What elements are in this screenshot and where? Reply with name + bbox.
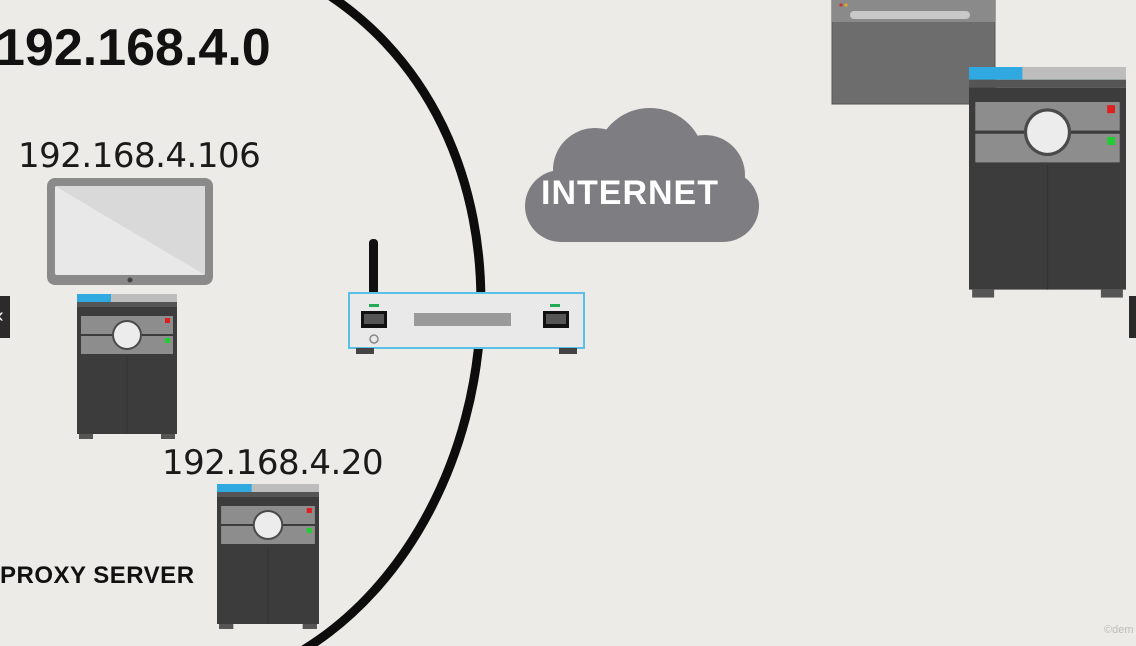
internet-label: INTERNET [541, 174, 719, 212]
previous-slide-button[interactable] [0, 296, 10, 338]
cloud-icon [525, 108, 759, 242]
router-icon [348, 239, 585, 354]
remote-server-icon [968, 66, 1127, 299]
network-address-label: 192.168.4.0 [0, 19, 271, 77]
next-slide-button[interactable] [1129, 296, 1136, 338]
tablet-icon [47, 178, 213, 285]
proxy-ip-label: 192.168.4.20 [162, 443, 384, 483]
watermark: ©dem [1104, 624, 1134, 636]
server-icon [76, 293, 178, 440]
proxy-server-label: PROXY SERVER [0, 562, 195, 589]
proxy-server-icon [216, 483, 320, 630]
browser-window-icon [831, 0, 996, 105]
tablet-ip-label: 192.168.4.106 [18, 136, 261, 176]
